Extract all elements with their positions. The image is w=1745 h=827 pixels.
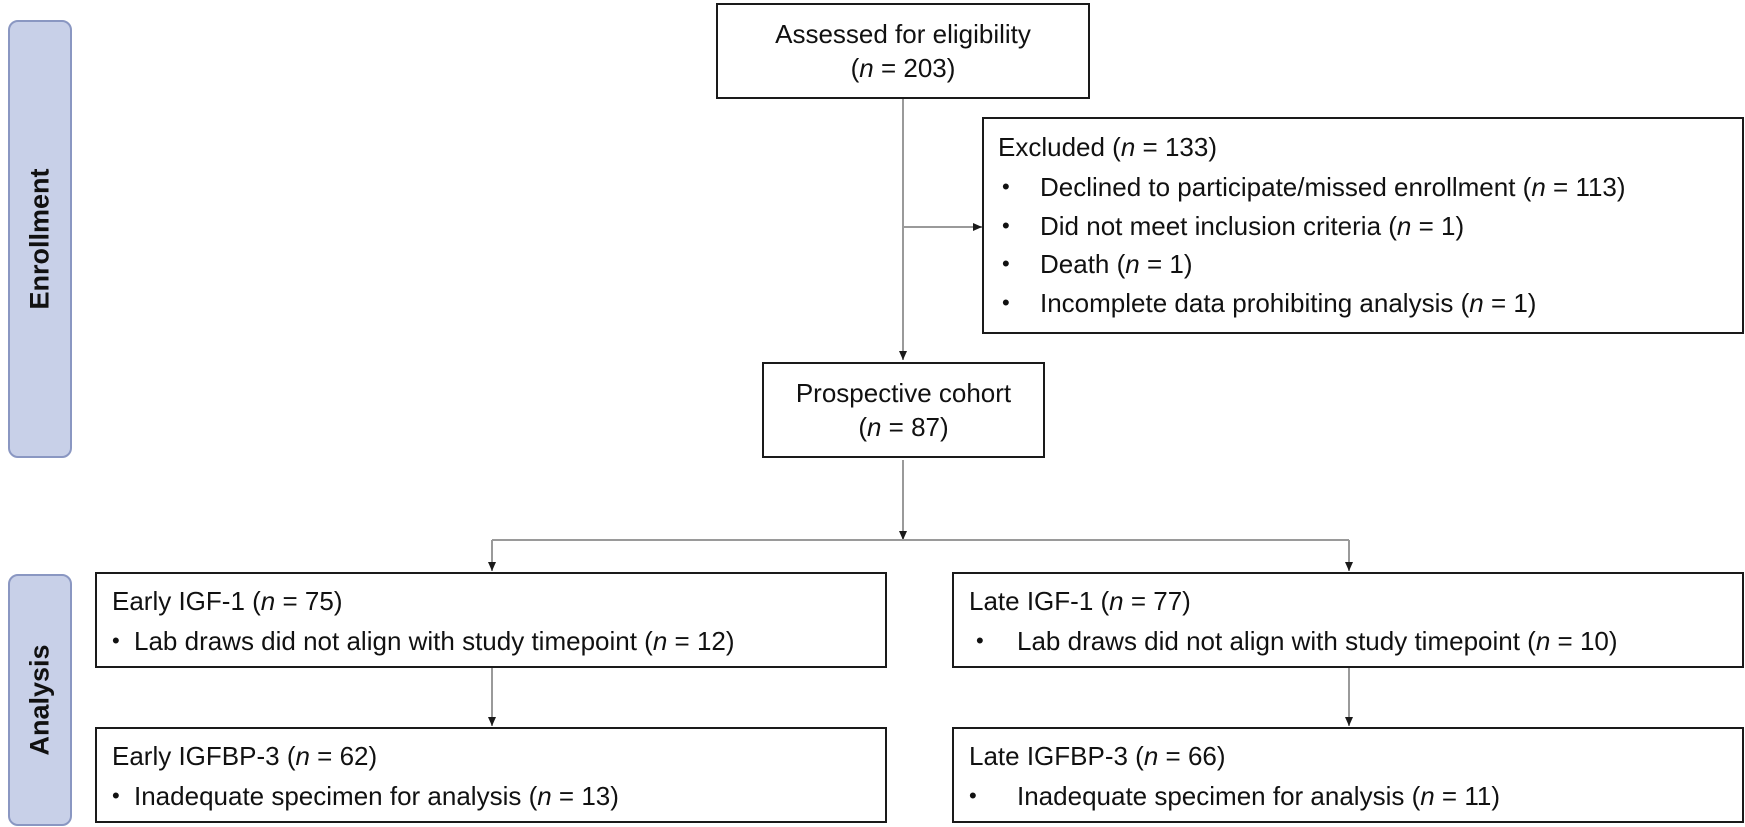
early-igfbp3-title: Early IGFBP-3 (n = 62) [112,741,378,771]
late-igfbp3-title: Late IGFBP-3 (n = 66) [969,741,1226,771]
early-igf1-box: Early IGF-1 (n = 75) •Lab draws did not … [95,572,887,668]
bullet-icon: • [112,628,120,653]
late-igf1-box: Late IGF-1 (n = 77) •Lab draws did not a… [952,572,1744,668]
late-igf1-title: Late IGF-1 (n = 77) [969,586,1191,616]
excluded-box: Excluded (n = 133) •Declined to particip… [982,117,1744,334]
late-igfbp3-reason: •Inadequate specimen for analysis (n = 1… [969,781,1500,811]
phase-enrollment-label: Enrollment [24,168,55,310]
late-igfbp3-box: Late IGFBP-3 (n = 66) •Inadequate specim… [952,727,1744,823]
early-igfbp3-box: Early IGFBP-3 (n = 62) •Inadequate speci… [95,727,887,823]
cohort-box: Prospective cohort (n = 87) [762,362,1045,458]
phase-enrollment: Enrollment [8,20,72,458]
bullet-icon: • [1002,213,1010,238]
early-igf1-title: Early IGF-1 (n = 75) [112,586,343,616]
bullet-icon: • [969,783,977,808]
excluded-reason-3: •Death (n = 1) [1002,249,1193,279]
late-igf1-reason: •Lab draws did not align with study time… [976,626,1618,656]
bullet-icon: • [976,628,984,653]
phase-analysis: Analysis [8,574,72,826]
excluded-reason-2: •Did not meet inclusion criteria (n = 1) [1002,211,1465,241]
phase-analysis-label: Analysis [24,644,55,756]
early-igfbp3-reason: •Inadequate specimen for analysis (n = 1… [112,781,619,811]
assessed-count: (n = 203) [850,53,956,83]
assessed-box: Assessed for eligibility (n = 203) [716,3,1090,99]
bullet-icon: • [1002,290,1010,315]
excluded-title: Excluded (n = 133) [998,132,1217,162]
bullet-icon: • [112,783,120,808]
excluded-reason-1: •Declined to participate/missed enrollme… [1002,172,1626,202]
bullet-icon: • [1002,174,1010,199]
cohort-count: (n = 87) [858,412,949,442]
excluded-reason-4: •Incomplete data prohibiting analysis (n… [1002,288,1537,318]
cohort-title: Prospective cohort [795,378,1012,408]
early-igf1-reason: •Lab draws did not align with study time… [112,626,735,656]
bullet-icon: • [1002,251,1010,276]
assessed-title: Assessed for eligibility [775,19,1031,49]
